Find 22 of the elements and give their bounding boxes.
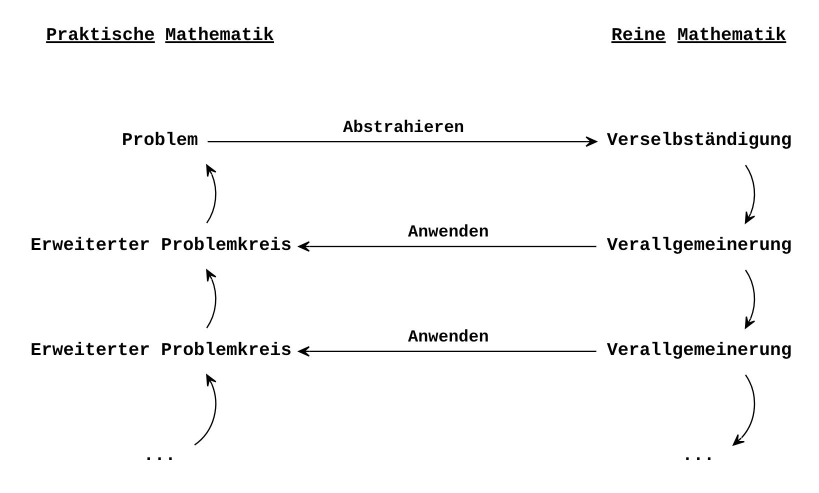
node-text: Problem [121, 131, 198, 152]
arrow [206, 164, 216, 224]
node-text: Erweiterter Problemkreis [30, 340, 292, 361]
edge-label: Abstrahieren [342, 118, 464, 138]
arrow [206, 269, 216, 328]
node-text: Verallgemeinerung [606, 236, 792, 256]
arrow [298, 241, 596, 252]
node-text: ... [681, 446, 714, 466]
label: Praktische Mathematik [46, 26, 274, 46]
node-text: ... [142, 446, 176, 466]
arrow [194, 374, 216, 446]
arrow [207, 136, 597, 147]
edge-label: Anwenden [408, 328, 488, 348]
node-text: Verallgemeinerung [606, 340, 792, 361]
node-text: Erweiterter Problemkreis [30, 236, 292, 256]
edge-label: Anwenden [408, 224, 488, 243]
arrow [744, 270, 755, 329]
arrow [298, 346, 596, 357]
arrow [732, 374, 755, 446]
arrow [744, 164, 755, 224]
label: Reine Mathematik [610, 26, 786, 46]
node-text: Verselbständigung [606, 131, 792, 152]
